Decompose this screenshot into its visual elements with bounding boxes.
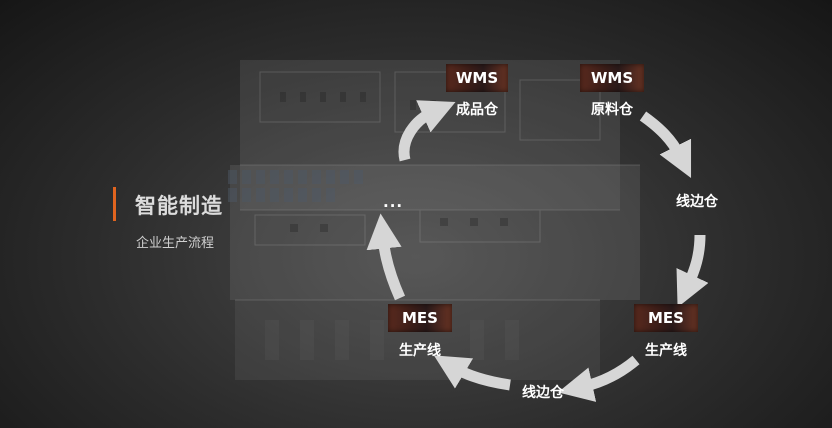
arrow-mes-to-lineside — [557, 355, 640, 402]
node-raw-material-label: 原料仓 — [591, 102, 633, 118]
node-production-left-label: 生产线 — [399, 343, 441, 359]
node-production-left-tag: MES — [388, 304, 452, 332]
arrow-raw-to-lineside — [639, 111, 692, 179]
arrow-finished-to-raw — [398, 100, 456, 162]
title-accent-bar — [113, 187, 116, 221]
node-lineside-right-label: 线边仓 — [676, 194, 718, 210]
node-finished-goods-label: 成品仓 — [456, 102, 498, 118]
arrow-lineside-to-mes-left — [433, 355, 511, 391]
arrow-mes-to-dots — [366, 213, 406, 301]
slide-title: 智能制造 — [135, 194, 223, 218]
node-production-right-tag: MES — [634, 304, 698, 332]
node-raw-material-tag: WMS — [580, 64, 644, 92]
node-lineside-bottom-label: 线边仓 — [522, 385, 564, 401]
node-finished-goods-tag: WMS — [446, 64, 508, 92]
node-production-right-label: 生产线 — [645, 343, 687, 359]
node-ellipsis: ... — [383, 193, 404, 211]
slide-subtitle: 企业生产流程 — [136, 236, 215, 251]
arrow-lineside-to-mes — [676, 234, 709, 308]
